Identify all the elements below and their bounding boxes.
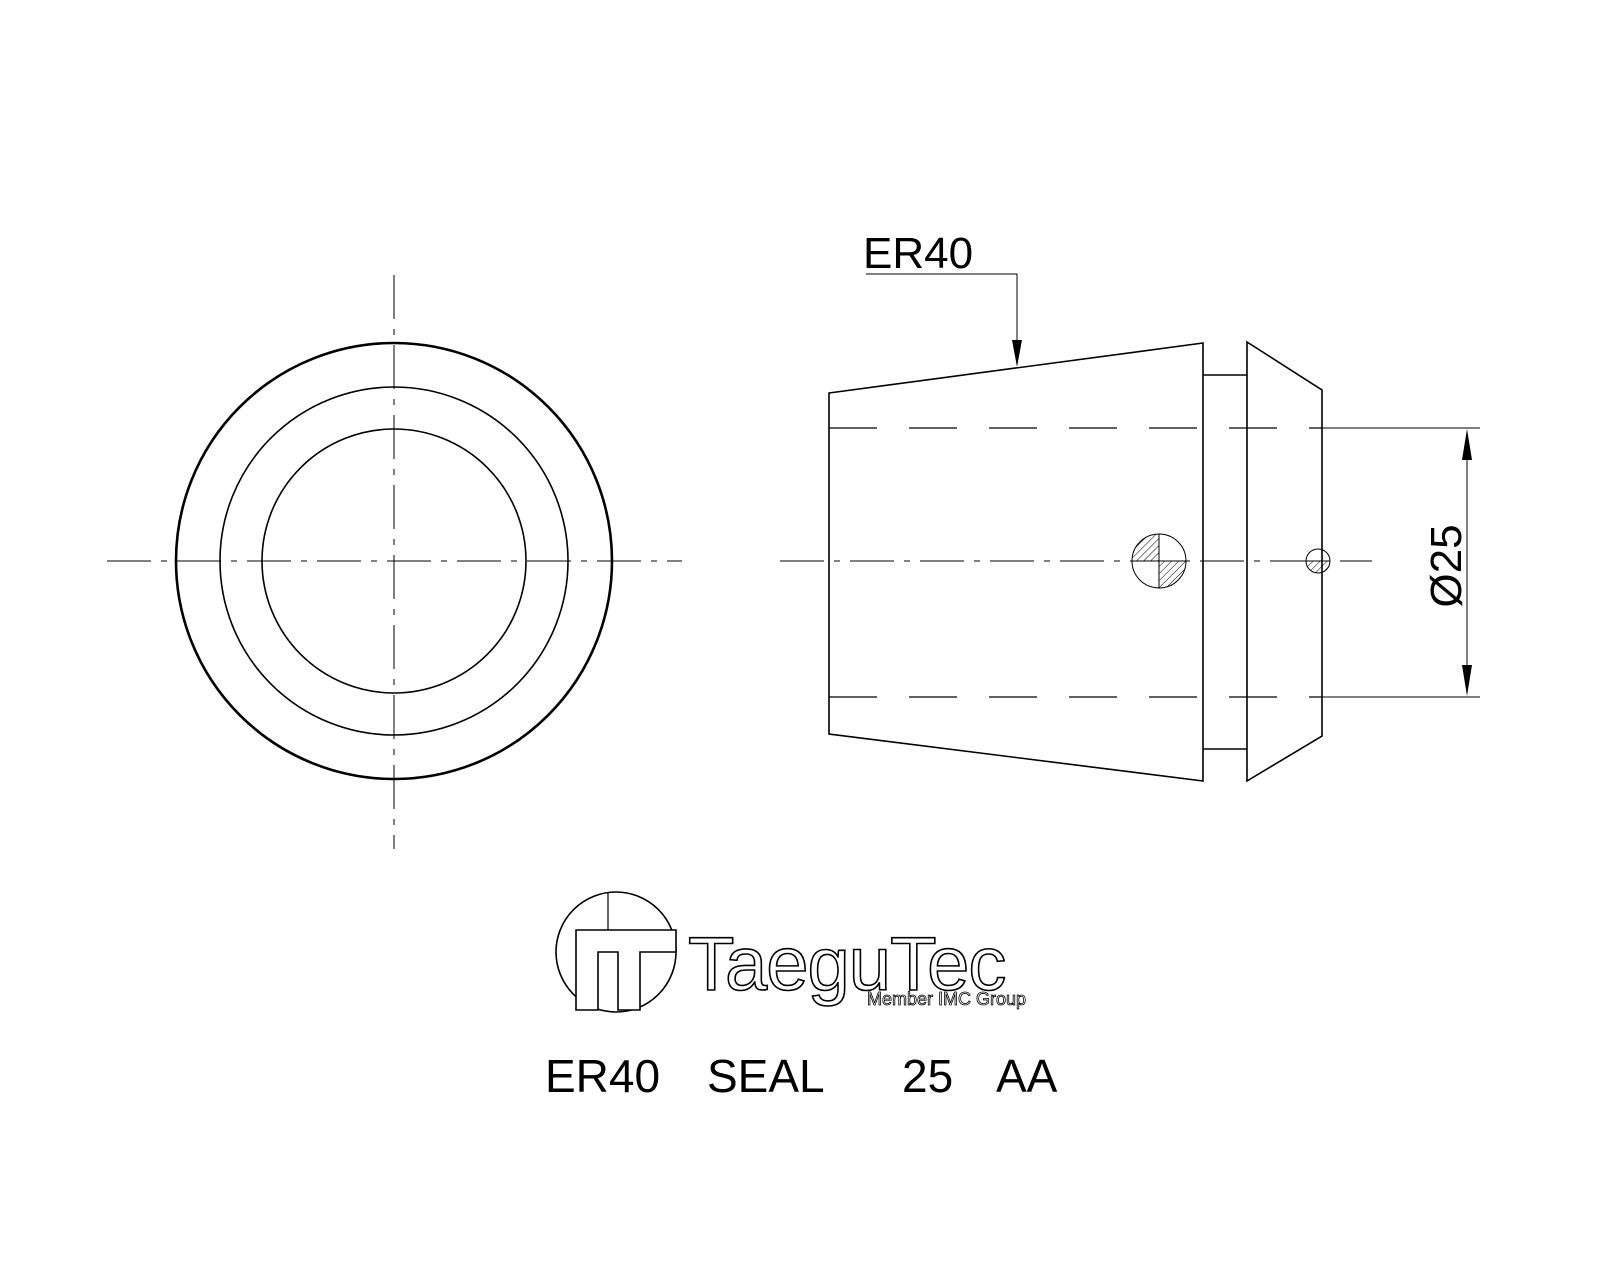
taegutec-logo: TaeguTec Member IMC Group <box>555 891 1026 1013</box>
title-variant: AA <box>996 1050 1058 1102</box>
end-lip-outline <box>1246 340 1323 783</box>
side-view: ER40 Ø25 <box>780 229 1480 783</box>
title-block: ER40 SEAL 25 AA <box>545 1050 1058 1102</box>
logo-name: TaeguTec <box>688 922 1005 1007</box>
title-description: SEAL <box>707 1050 825 1102</box>
title-size: 25 <box>902 1050 953 1102</box>
dim-arrow-top <box>1462 429 1472 460</box>
callout-label: ER40 <box>863 229 973 278</box>
front-view <box>107 275 682 849</box>
outer-circle <box>174 341 614 781</box>
middle-circle <box>219 386 569 736</box>
center-mark-symbol-large <box>1131 533 1187 589</box>
callout-leader <box>866 273 1018 356</box>
title-part-type: ER40 <box>545 1050 660 1102</box>
dim-arrow-bottom <box>1462 665 1472 696</box>
tapered-body-outline <box>828 342 1204 782</box>
inner-bore-circle <box>261 428 527 694</box>
center-mark-symbol-small <box>1305 548 1331 574</box>
logo-tagline: Member IMC Group <box>867 989 1026 1009</box>
taegutec-emblem-icon <box>555 891 677 1013</box>
diameter-label: Ø25 <box>1422 524 1471 607</box>
callout-arrowhead <box>1012 340 1022 367</box>
